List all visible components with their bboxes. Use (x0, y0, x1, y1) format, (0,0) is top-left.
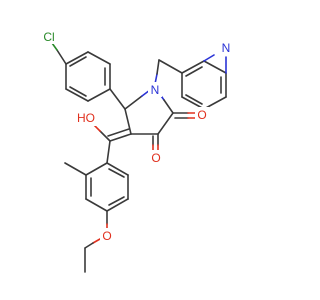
pyridine-ring (181, 60, 227, 110)
label-ring-nitrogen: N (148, 82, 162, 97)
pyrrolidine-ring (109, 88, 174, 135)
ethoxy-methylphenyl-ring (85, 162, 129, 212)
svg-text:N: N (151, 83, 160, 97)
label-hydroxyl: HO (74, 110, 98, 126)
svg-text:O: O (102, 229, 111, 243)
molecule-structure: Cl N N HO O O O (38, 28, 233, 273)
label-carbonyl-oxygen-2: O (149, 150, 163, 166)
svg-text:O: O (151, 151, 160, 165)
svg-text:O: O (197, 108, 206, 122)
label-ether-oxygen: O (100, 228, 114, 244)
bond-c-cl (56, 49, 67, 65)
svg-text:N: N (222, 41, 231, 55)
label-pyridine-nitrogen: N (219, 40, 233, 55)
label-carbonyl-oxygen-1: O (195, 107, 209, 123)
bond-c-cl-green (51, 42, 58, 51)
svg-text:HO: HO (77, 111, 95, 125)
bond-c-oh (99, 130, 111, 142)
bond-exocyclic (109, 133, 132, 142)
chlorophenyl-ring (65, 51, 111, 102)
label-chlorine: Cl (38, 28, 60, 44)
bond-methyl (64, 162, 87, 176)
svg-text:Cl: Cl (43, 30, 54, 44)
bond-c-aryl (106, 140, 111, 164)
